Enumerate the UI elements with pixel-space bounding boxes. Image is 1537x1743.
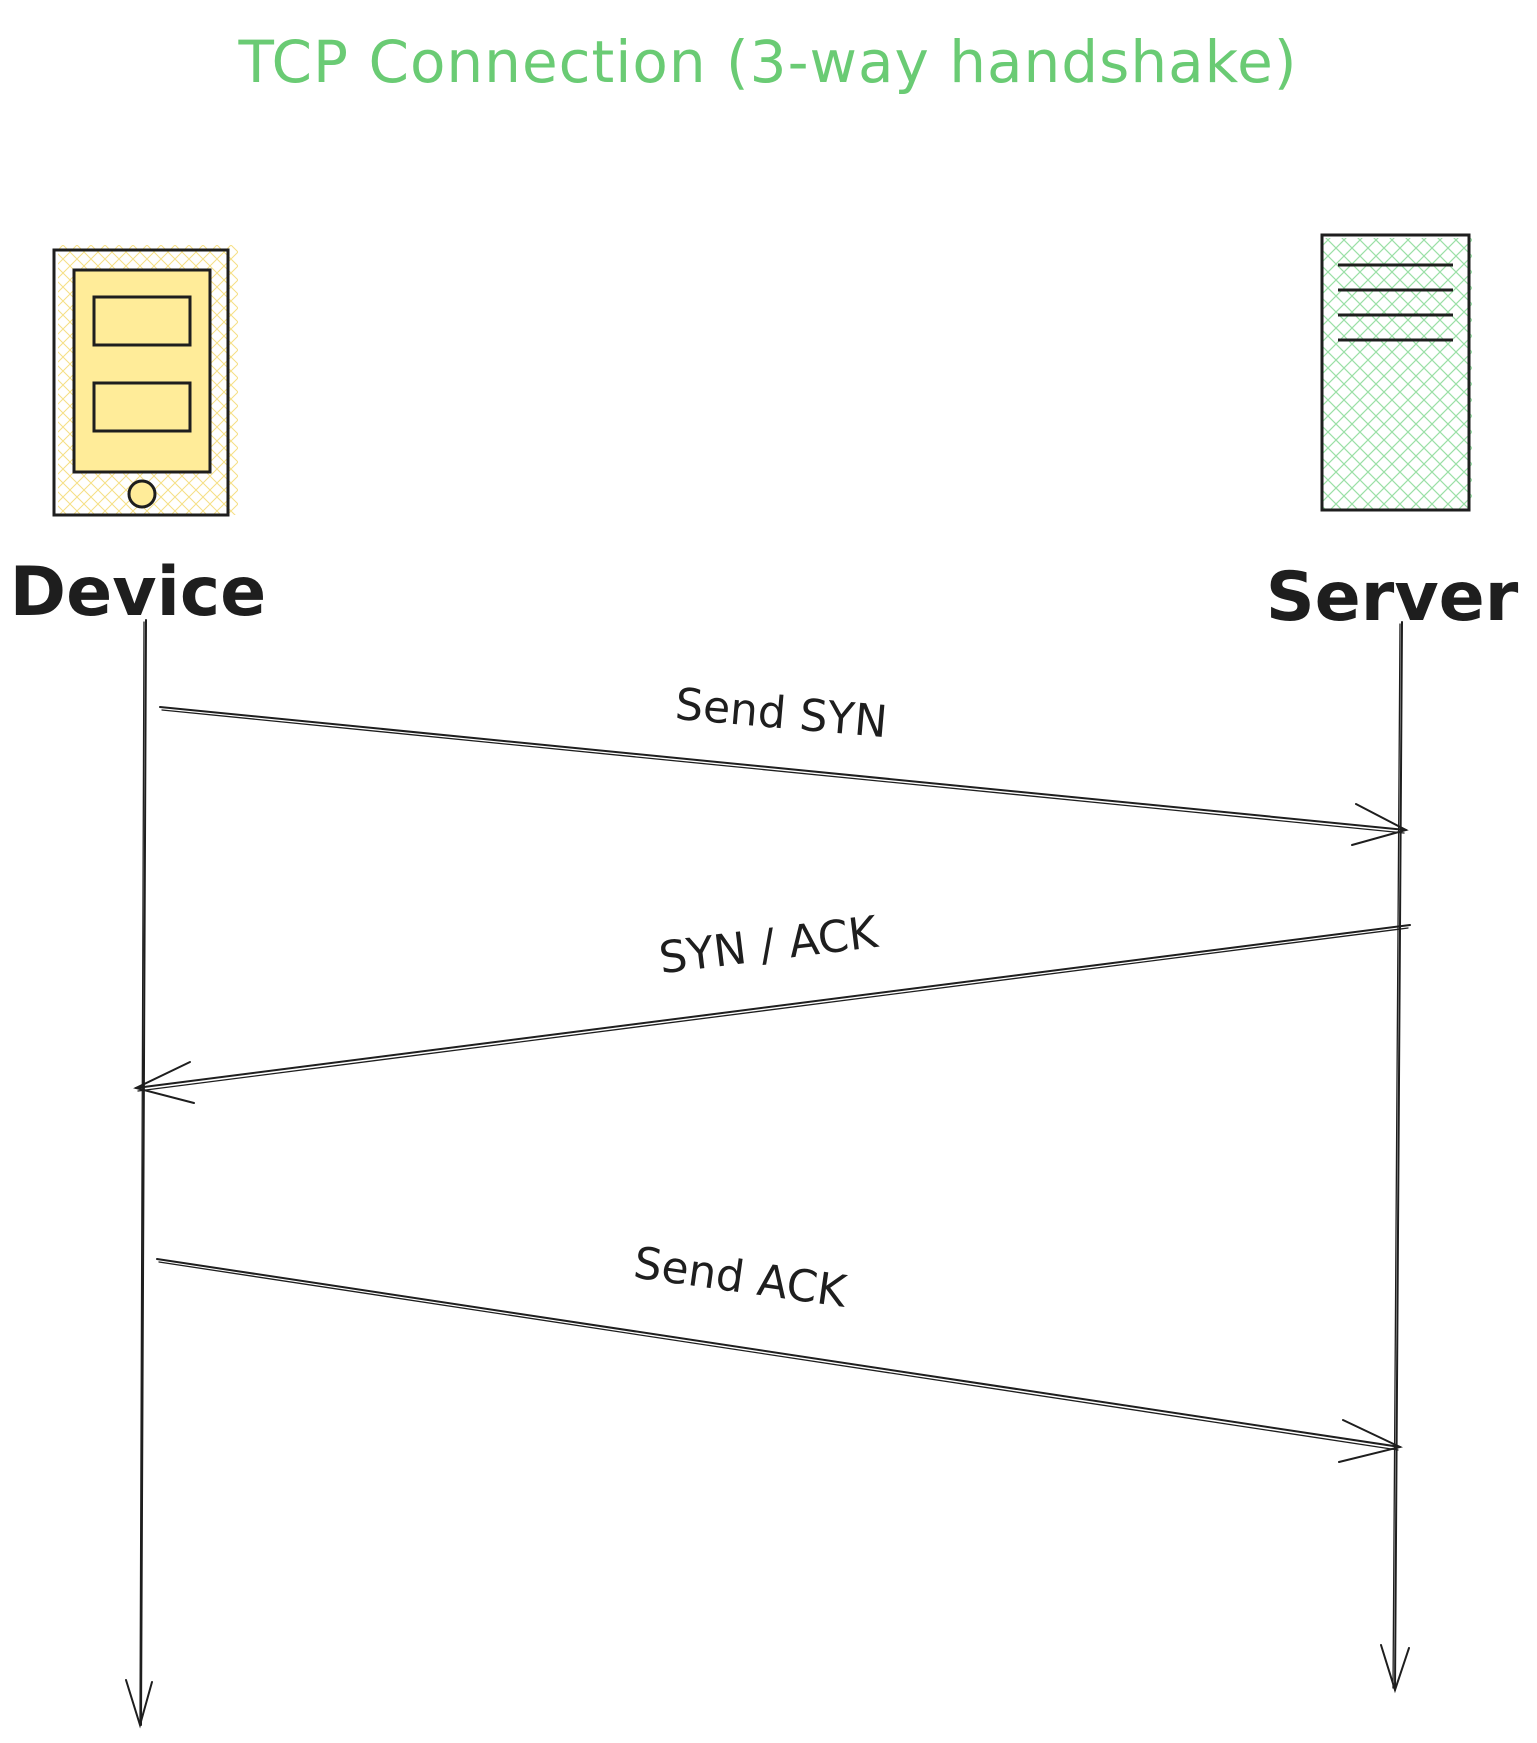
message-label-send-syn: Send SYN bbox=[673, 679, 889, 748]
message-arrow-send-syn bbox=[159, 706, 1409, 846]
server-lifeline bbox=[1380, 621, 1410, 1694]
diagram-title: TCP Connection (3-way handshake) bbox=[238, 28, 1298, 96]
device-label: Device bbox=[10, 553, 267, 632]
message-arrow-syn-ack bbox=[133, 924, 1411, 1104]
server-label: Server bbox=[1266, 558, 1519, 637]
server-icon bbox=[1320, 233, 1472, 512]
message-label-send-ack: Send ACK bbox=[631, 1238, 851, 1318]
message-label-syn-ack: SYN / ACK bbox=[656, 907, 881, 985]
message-arrow-send-ack bbox=[156, 1258, 1403, 1463]
device-lifeline bbox=[125, 619, 153, 1729]
mobile-device-icon bbox=[52, 245, 238, 517]
